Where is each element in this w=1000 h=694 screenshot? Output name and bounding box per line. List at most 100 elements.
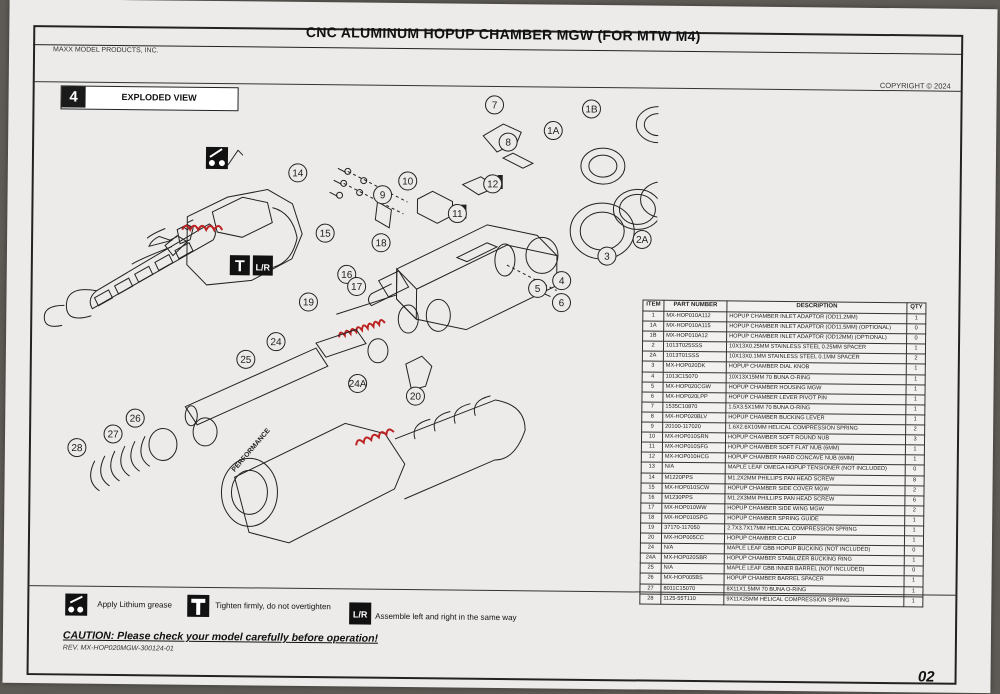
- cell-item: 10: [641, 432, 663, 443]
- legend-grease: Apply Lithium grease: [97, 599, 173, 610]
- cell-qty: 3: [905, 434, 925, 446]
- callout-circle: [485, 95, 505, 115]
- cell-qty: 0: [905, 465, 925, 476]
- cell-part-number: MX-HOP020DK: [663, 361, 727, 373]
- callout-group: 1415161718199101112781B1A122A3456202424A…: [67, 95, 652, 458]
- callout-label: 12: [487, 179, 499, 190]
- part-callout: 8: [498, 132, 518, 152]
- callout-circle: [236, 349, 256, 369]
- cell-qty: 1: [905, 444, 925, 456]
- cell-item: 25: [640, 563, 662, 574]
- cell-part-number: 37170-117050: [661, 523, 725, 534]
- col-qty: QTY: [906, 302, 926, 314]
- part-callout: 6: [551, 293, 571, 313]
- callout-label: 24: [270, 337, 282, 348]
- callout-label: 1B: [585, 104, 598, 115]
- cell-qty: 2: [904, 485, 925, 496]
- cell-qty: 2: [904, 505, 924, 516]
- part-callout: 24: [266, 332, 286, 352]
- callout-label: 15: [320, 229, 332, 240]
- callout-circle: [552, 271, 572, 291]
- callout-circle: [581, 99, 601, 119]
- cell-part-number: MX-HOP010A115: [663, 321, 727, 333]
- part-callout: 5: [528, 278, 548, 298]
- callout-circle: [543, 121, 563, 141]
- part-callout: 18: [371, 233, 391, 253]
- callout-label: 28: [71, 443, 83, 454]
- cell-item: 24A: [640, 553, 662, 564]
- cell-item: 15: [640, 482, 663, 493]
- callout-circle: [298, 292, 318, 312]
- cell-qty: 0: [906, 333, 926, 345]
- cell-part-number: MX-HOP020CGW: [663, 381, 727, 393]
- callout-circle: [373, 185, 393, 205]
- grease-icon: [205, 146, 244, 170]
- cell-part-number: MX-HOP020LPP: [662, 391, 727, 403]
- cell-qty: 2: [905, 424, 925, 436]
- cell-item: 18: [640, 512, 662, 524]
- callout-circle: [288, 163, 308, 183]
- cell-qty: 1: [904, 555, 924, 567]
- cell-part-number: MX-HOP010WW: [661, 502, 725, 514]
- callout-label: 9: [380, 190, 386, 201]
- cell-part-number: MX-HOP020BLV: [662, 412, 726, 423]
- cell-qty: 1: [906, 344, 926, 355]
- cell-item: 8: [641, 411, 663, 423]
- cell-qty: 0: [904, 545, 924, 557]
- cell-item: 7: [641, 401, 663, 413]
- part-callout: 20: [405, 386, 425, 406]
- callout-circle: [266, 332, 286, 352]
- cell-qty: 1: [905, 455, 925, 466]
- tighten-legend-icon: [187, 594, 210, 617]
- part-callout: 17: [347, 276, 367, 296]
- cell-item: 6: [641, 391, 664, 403]
- callout-circle: [67, 438, 87, 458]
- cell-part-number: M1220PPS: [662, 472, 726, 484]
- cell-part-number: MX-HOP010SFG: [662, 442, 726, 454]
- cell-item: 13: [641, 462, 663, 473]
- cell-item: 20: [640, 533, 662, 544]
- callout-label: 3: [604, 252, 610, 263]
- callout-circle: [405, 386, 425, 406]
- cell-description: 9X11X25MM HELICAL COMPRESSION SPRING: [723, 594, 904, 607]
- cell-part-number: MX-HOP005CC: [661, 533, 725, 545]
- part-callout: 2A: [632, 229, 652, 249]
- callout-label: 26: [130, 414, 142, 425]
- cell-part-number: MX-HOP010SCW: [661, 482, 726, 494]
- legend-assemble: Assemble left and right in the same way: [375, 611, 517, 623]
- callout-label: 24A: [349, 379, 367, 390]
- cell-qty: 1: [905, 394, 926, 405]
- callout-label: 25: [240, 355, 252, 366]
- tighten-icon: T: [229, 255, 250, 276]
- cell-part-number: 1125-55T110: [660, 593, 724, 605]
- callout-label: 6: [559, 298, 565, 309]
- callout-label: 2A: [636, 235, 649, 246]
- cell-item: 19: [640, 522, 662, 534]
- cell-item: 4: [642, 371, 664, 382]
- part-callout: 14: [288, 163, 308, 183]
- cell-qty: 2: [906, 354, 926, 365]
- callout-label: 19: [303, 297, 315, 308]
- cell-item: 1B: [642, 331, 664, 342]
- cell-qty: 1: [904, 515, 924, 526]
- callout-circle: [447, 204, 467, 224]
- barrel-spring-top: [43, 289, 97, 327]
- part-callout: 25: [236, 349, 256, 369]
- cell-qty: 8: [905, 475, 925, 486]
- company-name: MAXX MODEL PRODUCTS, INC.: [53, 46, 159, 55]
- left-right-icon: L/R: [252, 255, 273, 276]
- callout-circle: [498, 132, 518, 152]
- callout-label: 17: [351, 282, 363, 293]
- cell-part-number: 1013T025SSS: [663, 341, 727, 353]
- part-callout: 7: [485, 95, 505, 115]
- callout-label: 11: [452, 209, 463, 220]
- cell-item: 2: [642, 341, 664, 352]
- callout-circle: [551, 293, 571, 313]
- cell-item: 24: [640, 543, 662, 554]
- callout-circle: [347, 276, 367, 296]
- exploded-view-diagram: T L/R: [43, 95, 659, 544]
- part-callout: 24A: [348, 374, 368, 394]
- callout-circle: [528, 278, 548, 298]
